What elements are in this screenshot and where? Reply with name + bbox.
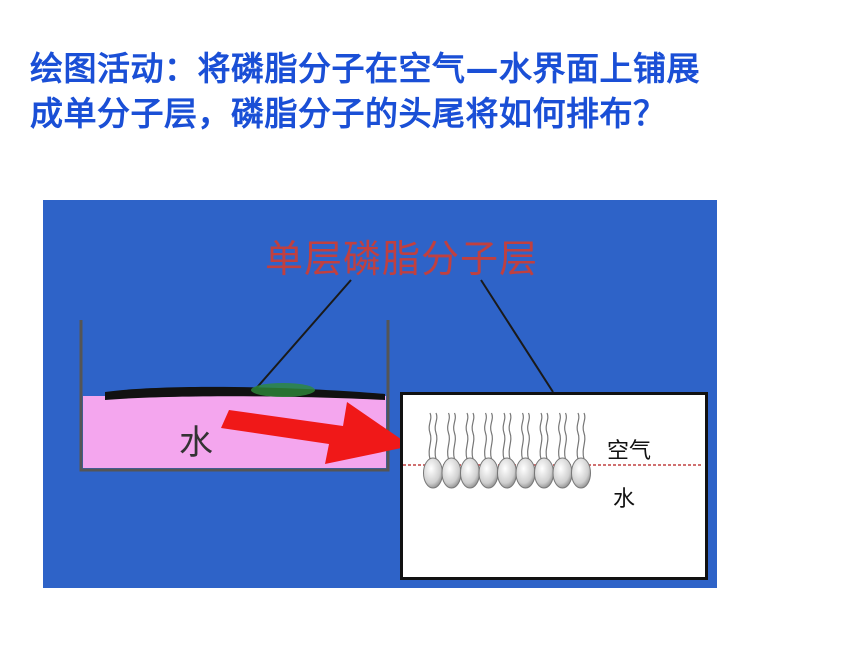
fatty-acid-tail bbox=[465, 412, 469, 460]
fatty-acid-tail bbox=[484, 412, 487, 460]
question-text: 绘图活动：将磷脂分子在空气—水界面上铺展 成单分子层，磷脂分子的头尾将如何排布？ bbox=[30, 46, 830, 136]
fatty-acid-tail bbox=[582, 412, 586, 460]
fatty-acid-tail bbox=[539, 412, 543, 460]
phospholipid-molecule bbox=[534, 412, 554, 489]
fatty-acid-tail bbox=[453, 412, 456, 460]
hydrophilic-head bbox=[571, 457, 591, 489]
zoom-box: 空气 水 bbox=[400, 392, 708, 580]
phospholipid-molecule bbox=[478, 412, 499, 489]
phospholipid-molecule bbox=[460, 412, 480, 489]
fatty-acid-tail bbox=[447, 412, 450, 460]
zoom-water-label: 水 bbox=[613, 487, 636, 512]
hydrophilic-head bbox=[534, 457, 554, 489]
air-label: 空气 bbox=[607, 439, 652, 464]
hydrophilic-head bbox=[441, 457, 462, 489]
leader-line-left bbox=[252, 279, 352, 393]
fatty-acid-tail bbox=[527, 412, 530, 460]
question-line-1: 绘图活动：将磷脂分子在空气—水界面上铺展 bbox=[30, 49, 700, 88]
fatty-acid-tail bbox=[428, 412, 432, 460]
hydrophilic-head bbox=[515, 457, 536, 489]
leader-line-right bbox=[480, 279, 554, 393]
fatty-acid-tail bbox=[502, 412, 506, 460]
phospholipid-drawing bbox=[403, 412, 703, 489]
phospholipid-molecule bbox=[571, 412, 591, 489]
hydrophilic-head bbox=[497, 457, 517, 489]
fatty-acid-tail bbox=[558, 412, 561, 460]
phospholipid-molecule bbox=[552, 412, 573, 489]
fatty-acid-tail bbox=[434, 412, 438, 460]
hydrophilic-head bbox=[460, 457, 480, 489]
phospholipid-molecule bbox=[441, 412, 462, 489]
figure-title: 单层磷脂分子层 bbox=[265, 237, 539, 281]
question-line-2: 成单分子层，磷脂分子的头尾将如何排布？ bbox=[30, 94, 667, 133]
hydrophilic-head bbox=[423, 457, 443, 489]
fatty-acid-tail bbox=[564, 412, 567, 460]
hydrophilic-head bbox=[478, 457, 499, 489]
hydrophilic-head bbox=[552, 457, 573, 489]
fatty-acid-tail bbox=[490, 412, 493, 460]
monolayer-figure: 单层磷脂分子层 水 空气 水 bbox=[43, 200, 717, 588]
zoom-arrow bbox=[221, 402, 411, 464]
phospholipid-molecule bbox=[423, 412, 443, 489]
fatty-acid-tail bbox=[508, 412, 512, 460]
fatty-acid-tail bbox=[545, 412, 549, 460]
trough-water-label: 水 bbox=[179, 423, 213, 463]
monolayer-film bbox=[105, 386, 385, 400]
fatty-acid-tail bbox=[471, 412, 475, 460]
phospholipid-molecule bbox=[515, 412, 536, 489]
fatty-acid-tail bbox=[521, 412, 524, 460]
trough bbox=[79, 320, 390, 472]
fatty-acid-tail bbox=[576, 412, 580, 460]
monolayer-highlight bbox=[251, 383, 315, 397]
figure-drawing bbox=[79, 279, 554, 472]
phospholipid-molecule bbox=[497, 412, 517, 489]
